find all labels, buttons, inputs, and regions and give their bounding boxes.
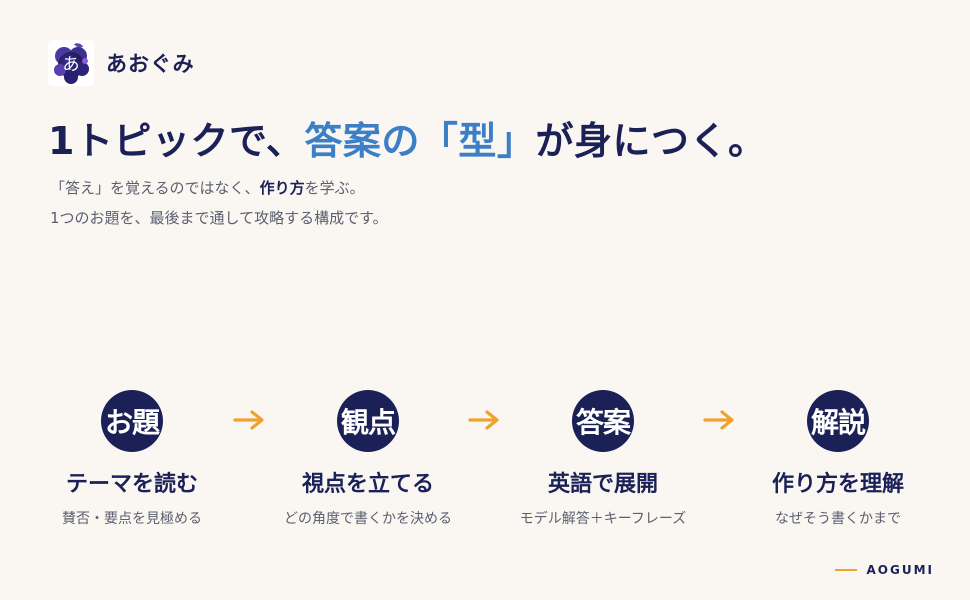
headline-part2: が身につく。 [535,119,767,163]
step-1: お題 テーマを読む 賛否・要点を見極める [32,390,232,528]
footer-brand: AOGUMI [834,563,935,577]
lead-line1-pre: 「答え」を覚えるのではなく、 [50,179,260,197]
step-4: 解説 作り方を理解 なぜそう書くかまで [738,390,938,528]
step-badge: お題 [101,390,163,452]
lead-line1-bold: 作り方 [259,179,305,197]
steps-flow: お題 テーマを読む 賛否・要点を見極める 観点 視点を立てる どの角度で書くかを… [0,390,970,530]
step-2: 観点 視点を立てる どの角度で書くかを決める [268,390,468,528]
page-title: 1トピックで、答案の「型」が身につく。 [48,110,766,165]
headline-part1: 1トピックで、 [48,119,305,163]
step-badge: 解説 [807,390,869,452]
step-badge: 観点 [337,390,399,452]
lead-line1-post: を学ぶ。 [304,179,365,197]
footer-divider [834,569,857,571]
arrow-right-icon [233,410,264,430]
footer-label: AOGUMI [866,563,934,577]
grape-logo-icon: あ [54,43,89,84]
step-title: テーマを読む [65,472,198,497]
brand: あ あおぐみ [48,40,195,86]
step-desc: 賛否・要点を見極める [62,511,202,527]
brand-name: あおぐみ [106,52,195,76]
step-title: 視点を立てる [301,472,434,497]
step-title: 英語で展開 [547,472,658,497]
step-badge-label: 答案 [575,406,631,439]
arrow-right-icon [703,410,734,430]
step-badge-label: 観点 [340,406,396,439]
logo-glyph: あ [63,55,80,75]
lead-line-1: 「答え」を覚えるのではなく、作り方を学ぶ。 [50,173,388,203]
lead-text: 「答え」を覚えるのではなく、作り方を学ぶ。 1つのお題を、最後まで通して攻略する… [50,173,388,233]
headline-accent: 答案の「型」 [304,119,536,163]
step-badge-label: お題 [104,406,160,439]
lead-line-2: 1つのお題を、最後まで通して攻略する構成です。 [50,209,388,227]
logo: あ [48,40,94,86]
arrow-right-icon [468,410,499,430]
step-desc: モデル解答＋キーフレーズ [519,511,687,527]
step-badge: 答案 [572,390,634,452]
step-title: 作り方を理解 [771,472,904,497]
step-desc: なぜそう書くかまで [775,511,901,527]
step-3: 答案 英語で展開 モデル解答＋キーフレーズ [503,390,703,528]
step-desc: どの角度で書くかを決める [284,511,452,527]
step-badge-label: 解説 [810,406,866,439]
